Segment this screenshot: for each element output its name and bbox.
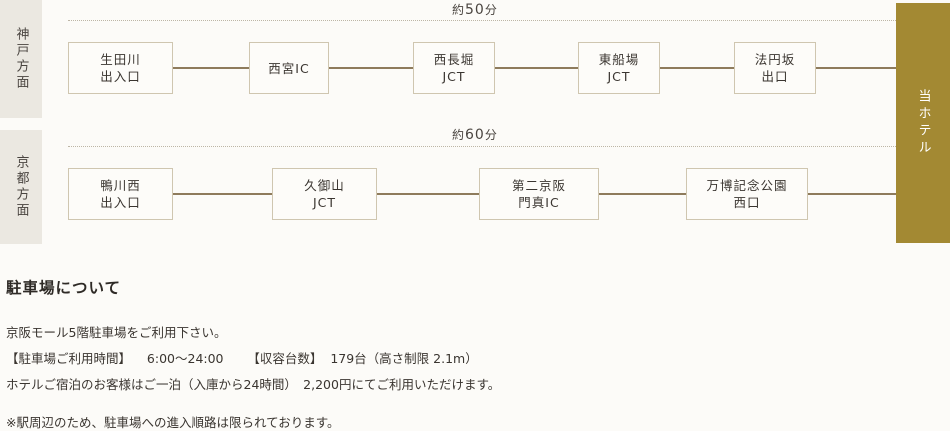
hours-value: 6:00～24:00 (146, 351, 224, 366)
direction-label-kyoto: 京都方面 (0, 130, 42, 244)
route-node: 生田川 出入口 (68, 42, 173, 94)
hours-label: 【駐車場ご利用時間】 (6, 351, 132, 366)
direction-label-kobe: 神戸方面 (0, 0, 42, 118)
capacity-value: 179台（高さ制限 2.1m） (330, 351, 478, 366)
parking-section-title: 駐車場について (6, 279, 122, 297)
time-dotted-line (68, 20, 896, 21)
route-node: 万博記念公園 西口 (686, 168, 808, 220)
travel-time-kobe: 約50分 (452, 2, 498, 18)
capacity-label: 【収容台数】 (247, 351, 323, 366)
parking-route-note: ※駅周辺のため、駐車場への進入順路は限られております。 (6, 415, 340, 430)
route-node: 鴨川西 出入口 (68, 168, 173, 220)
parking-intro: 京阪モール5階駐車場をご利用下さい。 (6, 325, 227, 340)
route-node: 西宮IC (249, 42, 329, 94)
hotel-destination: 当ホテル (896, 3, 950, 243)
route-node: 東船場 JCT (578, 42, 660, 94)
time-dotted-line (68, 146, 896, 147)
route-node: 西長堀 JCT (413, 42, 495, 94)
parking-hours-capacity: 【駐車場ご利用時間】 6:00～24:00 【収容台数】 179台（高さ制限 2… (6, 348, 478, 367)
travel-time-kyoto: 約60分 (452, 127, 498, 143)
route-node: 法円坂 出口 (734, 42, 816, 94)
parking-guest-note: ホテルご宿泊のお客様はご一泊（入庫から24時間） 2,200円にてご利用いただけ… (6, 377, 501, 392)
route-node: 久御山 JCT (272, 168, 377, 220)
route-node: 第二京阪 門真IC (479, 168, 599, 220)
route-line-kobe (172, 67, 896, 69)
